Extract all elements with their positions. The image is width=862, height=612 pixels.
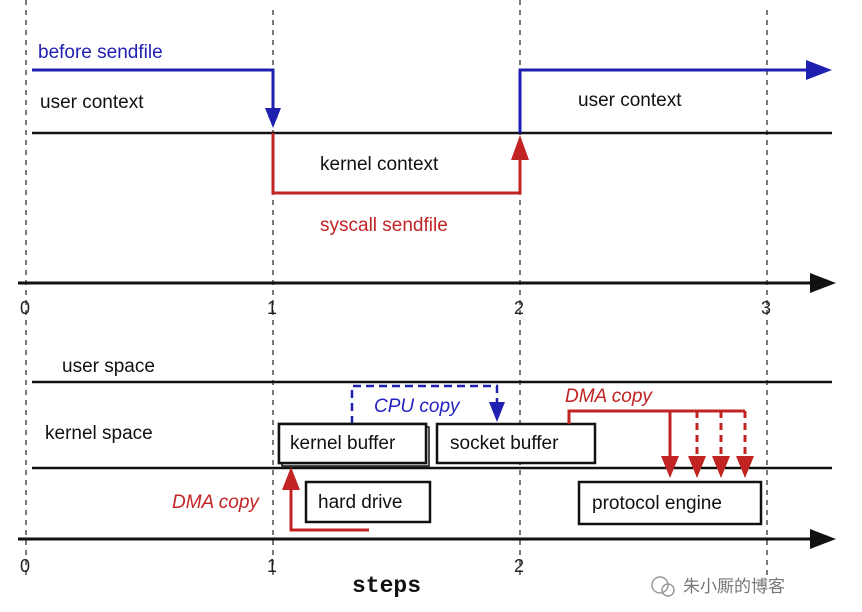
bottom-tick-0: 0 (20, 556, 30, 576)
dma-copy-left-label: DMA copy (172, 492, 260, 513)
before-sendfile-label: before sendfile (38, 42, 163, 63)
kernel-flow-arrowhead (511, 135, 529, 160)
watermark-text: 朱小厮的博客 (683, 577, 785, 597)
user-flow-after-arrowhead (806, 60, 832, 80)
user-flow-after (518, 68, 808, 133)
user-flow-before (32, 68, 278, 126)
bottom-tick-2: 2 (514, 556, 524, 576)
steps-axis-label: steps (352, 573, 421, 599)
top-tick-0: 0 (20, 298, 30, 318)
top-tick-2: 2 (514, 298, 524, 318)
syscall-sendfile-label: syscall sendfile (320, 215, 448, 236)
bottom-tick-1: 1 (267, 556, 277, 576)
kernel-context-label: kernel context (320, 154, 439, 175)
user-flow-before-arrowhead (265, 108, 281, 128)
kernel-buffer-box: kernel buffer (277, 422, 430, 467)
dma-copy-left-path (289, 488, 369, 532)
user-context-right-label: user context (578, 90, 682, 111)
socket-buffer-box: socket buffer (435, 422, 597, 465)
top-tick-3: 3 (761, 298, 771, 318)
dma-copy-top-label: DMA copy (565, 386, 653, 407)
socket-buffer-label: socket buffer (450, 433, 559, 454)
hard-drive-box: hard drive (304, 480, 432, 524)
cpu-copy-path (350, 384, 499, 424)
wechat-icon (651, 576, 669, 594)
dma-copy-arrowhead-2 (688, 456, 706, 478)
user-space-label: user space (62, 356, 155, 377)
dma-copy-left-arrowhead (282, 467, 300, 490)
top-tick-1: 1 (267, 298, 277, 318)
watermark: 朱小厮的博客 (651, 576, 785, 597)
cpu-copy-arrowhead (489, 402, 505, 422)
kernel-space-label: kernel space (45, 423, 153, 444)
protocol-engine-label: protocol engine (592, 493, 722, 514)
user-context-left-label: user context (40, 92, 144, 113)
dma-copy-right-path (567, 409, 745, 424)
kernel-flow (271, 133, 522, 195)
protocol-engine-box: protocol engine (577, 480, 763, 526)
dma-copy-arrowhead-1 (661, 456, 679, 478)
cpu-copy-label: CPU copy (374, 396, 461, 417)
top-time-axis-arrowhead (810, 273, 836, 293)
bottom-time-axis-arrowhead (810, 529, 836, 549)
kernel-buffer-label: kernel buffer (290, 433, 396, 454)
hard-drive-label: hard drive (318, 492, 403, 513)
dma-copy-arrowhead-3 (712, 456, 730, 478)
dma-copy-arrowhead-4 (736, 456, 754, 478)
